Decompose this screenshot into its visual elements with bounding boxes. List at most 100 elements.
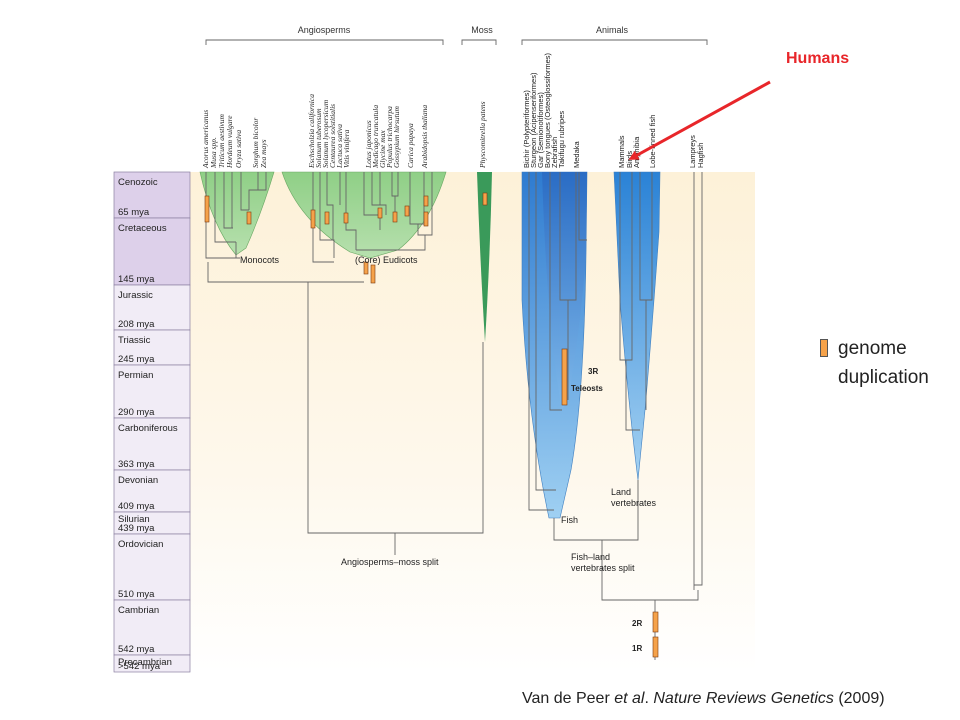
- species-label: Hagfish: [696, 143, 705, 168]
- clade-label-teleosts: Teleosts: [571, 384, 603, 393]
- species-label: Bichir (Polypteriformes): [522, 90, 531, 168]
- genome-duplication-legend-icon: [820, 339, 828, 357]
- species-label: Takifugu rubripes: [557, 111, 566, 168]
- species-label: Gossypium hirsutum: [392, 106, 401, 168]
- citation: Van de Peer et al. Nature Reviews Geneti…: [522, 690, 885, 708]
- era-name: Carboniferous: [118, 423, 178, 434]
- species-label: Lactuca sativa: [335, 124, 344, 169]
- era-name: Cenozoic: [118, 177, 158, 188]
- citation-authors: Van de Peer: [522, 690, 615, 707]
- species-label: Sorghum bicolor: [251, 118, 260, 168]
- species-label: Medaka: [572, 140, 581, 168]
- branch-lines: [205, 172, 703, 660]
- citation-etal: et al: [614, 690, 645, 707]
- era-name: Devonian: [118, 475, 158, 486]
- clade-label-fish: Fish: [561, 515, 578, 525]
- era-age: 290 mya: [118, 407, 155, 418]
- clade-labels: Monocots (Core) Eudicots Teleosts 3R Fis…: [240, 255, 657, 653]
- era-age: 145 mya: [118, 274, 155, 285]
- era-cell: [113, 171, 191, 219]
- duplication-marker: [363, 261, 369, 275]
- species-label: Amphibia: [632, 136, 641, 168]
- era-name: Triassic: [118, 335, 151, 346]
- genome-duplication-legend-label: genome duplication: [838, 338, 929, 388]
- species-label: Acorus americanus: [201, 110, 210, 169]
- species-label: Physcomitrella patens: [478, 101, 487, 169]
- duplication-marker: [377, 207, 383, 219]
- group-label-moss: Moss: [471, 25, 493, 35]
- species-label: Centaurea solstitialis: [328, 104, 337, 168]
- era-cell: [113, 217, 191, 286]
- group-brackets: Angiosperms Moss Animals: [205, 25, 708, 45]
- citation-journal: Nature Reviews Genetics: [653, 690, 834, 707]
- duplication-marker: [423, 195, 429, 207]
- era-name: Silurian: [118, 514, 150, 525]
- group-label-animals: Animals: [596, 25, 629, 35]
- era-cell: [113, 364, 191, 419]
- era-age: 208 mya: [118, 319, 155, 330]
- clade-label-land: Land: [611, 487, 631, 497]
- duplication-marker: [423, 211, 429, 227]
- clade-label-land-vertebrates: vertebrates: [611, 498, 657, 508]
- clade-label-monocots: Monocots: [240, 255, 280, 265]
- humans-annotation: Humans: [786, 50, 850, 67]
- species-label: Mammals: [617, 135, 626, 168]
- duplication-marker-2r: [652, 611, 659, 633]
- era-age: 439 mya: [118, 523, 155, 534]
- species-label: Lotus japonicus: [364, 120, 373, 169]
- species-label: Medicago truncatula: [371, 105, 380, 169]
- species-label: Zebrafish: [550, 137, 559, 168]
- humans-arrow: [628, 80, 771, 160]
- species-label: Hordeum vulgare: [225, 115, 234, 169]
- timescale-background: [190, 172, 755, 672]
- species-label: Gar (Semionotiformes): [536, 92, 545, 168]
- event-label-2r: 2R: [632, 619, 642, 628]
- era-age: 409 mya: [118, 501, 155, 512]
- era-age: 65 mya: [118, 207, 150, 218]
- species-label: Sturgeon (Acipenseriformes): [529, 72, 538, 168]
- era-cell: [113, 417, 191, 471]
- species-label: Musa spp.: [209, 137, 218, 169]
- monocot-clade-shape: [199, 171, 275, 256]
- era-name: Permian: [118, 370, 153, 381]
- split-label-fish-land-1: Fish–land: [571, 552, 610, 562]
- era-cell: [113, 329, 191, 366]
- era-age: 363 mya: [118, 459, 155, 470]
- duplication-marker: [310, 209, 316, 229]
- duplication-marker: [392, 211, 398, 223]
- duplication-marker-1r: [652, 636, 659, 658]
- event-label-1r: 1R: [632, 644, 642, 653]
- era-cell: [113, 654, 191, 673]
- citation-year: (2009): [833, 690, 885, 707]
- duplication-marker: [482, 192, 488, 206]
- duplication-marker: [246, 211, 252, 225]
- species-label: Carica papaya: [406, 123, 415, 168]
- species-label: Bony tongues (Osteoglossiformes): [543, 52, 552, 168]
- era-name: Cretaceous: [118, 223, 167, 234]
- species-label: Oryza sativa: [234, 130, 243, 168]
- duplication-marker: [204, 195, 210, 223]
- species-label: Arabidopsis thaliana: [420, 105, 429, 169]
- era-age: >542 mya: [118, 661, 161, 672]
- event-label-3r: 3R: [588, 367, 598, 376]
- duplication-marker-3r: [561, 348, 568, 406]
- moss-clade-shape: [477, 172, 492, 342]
- duplication-marker: [404, 205, 410, 217]
- species-label: Solanum tuberosum: [314, 108, 323, 168]
- era-age: 245 mya: [118, 354, 155, 365]
- species-label: Zea mays: [259, 139, 268, 168]
- species-label: Eschscholzia californica: [307, 94, 316, 169]
- species-label: Populus trichocarpa: [385, 106, 394, 169]
- land-vertebrate-clade-shape: [613, 171, 661, 481]
- group-label-angiosperms: Angiosperms: [298, 25, 351, 35]
- citation-dot: .: [644, 690, 654, 707]
- genome-duplication-markers: [204, 192, 659, 658]
- species-label: Triticum aestivum: [217, 113, 226, 168]
- split-label-fish-land-2: vertebrates split: [571, 563, 635, 573]
- species-label: Vitis vinifera: [342, 129, 351, 168]
- era-name: Ordovician: [118, 539, 163, 550]
- split-label-angiosperms-moss: Angiosperms–moss split: [341, 557, 439, 567]
- era-cell: [113, 599, 191, 656]
